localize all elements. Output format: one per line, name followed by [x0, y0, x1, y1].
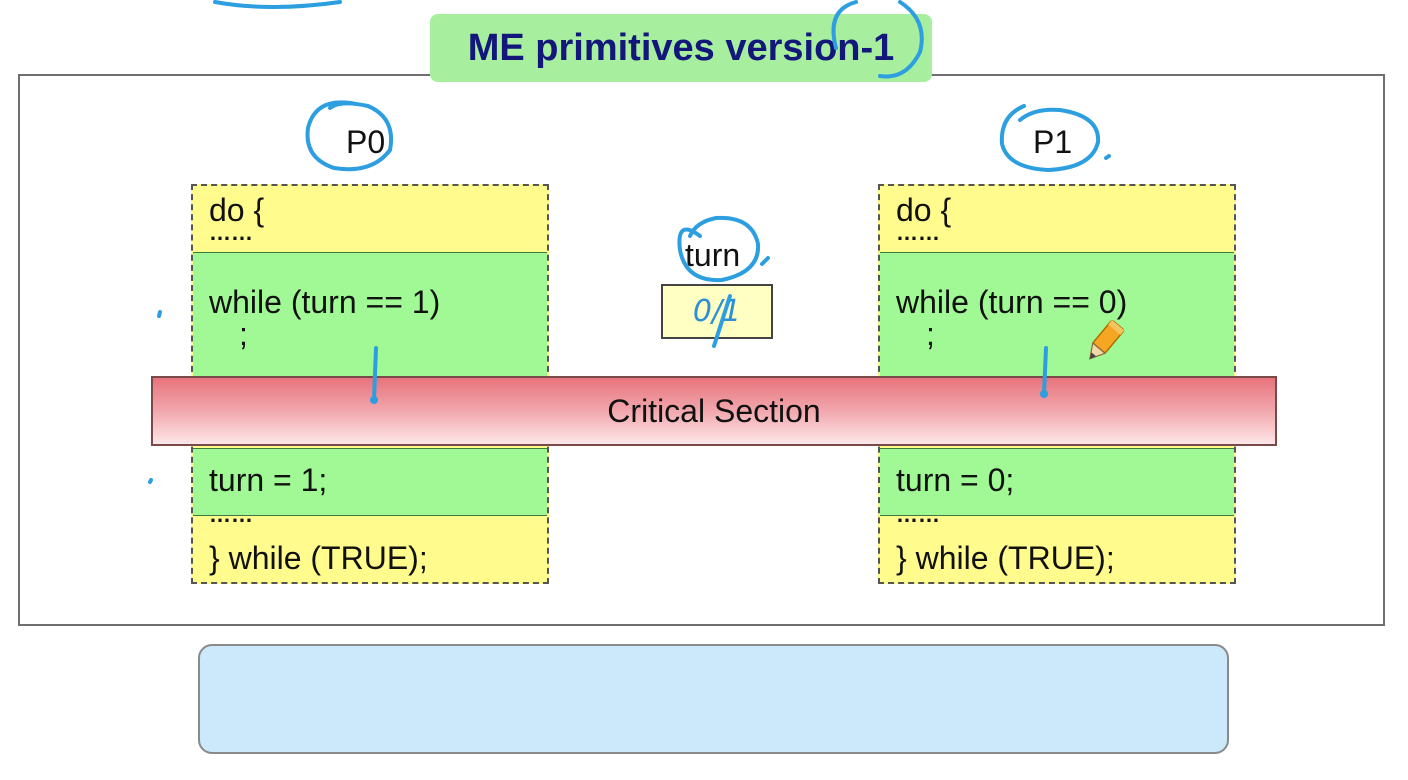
critical-section-bar: Critical Section [151, 376, 1277, 446]
code-dots-bottom-p0: …… [209, 502, 253, 527]
exit-section-p1 [880, 448, 1234, 516]
process-label-p1: P1 [1033, 124, 1073, 160]
critical-section-label: Critical Section [607, 392, 821, 429]
code-while-p1: while (turn == 0) [896, 284, 1128, 320]
title-banner: ME primitives version-1 [430, 14, 932, 82]
code-dots-top-p1: …… [896, 220, 940, 245]
code-dots-bottom-p1: …… [896, 502, 940, 527]
code-end-p1: } while (TRUE); [896, 540, 1115, 576]
exit-section-p0 [193, 448, 547, 516]
turn-variable-label: turn [685, 237, 741, 273]
turn-variable-value: 0/1 [692, 294, 742, 329]
code-assign-p0: turn = 1; [209, 462, 328, 498]
code-block-p0: do { …… while (turn == 1) ; turn = 1; ……… [191, 184, 549, 584]
entry-section-p1 [880, 252, 1234, 378]
pencil-icon [1089, 320, 1125, 360]
ink-top-arc [213, 0, 342, 9]
code-do-p1: do { [896, 192, 952, 228]
code-while-p0: while (turn == 1) [209, 284, 441, 320]
notes-box [198, 644, 1229, 754]
turn-variable-box: 0/1 [661, 284, 773, 339]
code-semicolon-p0: ; [239, 316, 248, 352]
code-dots-top-p0: …… [209, 220, 253, 245]
process-label-p0: P0 [346, 124, 386, 160]
code-assign-p1: turn = 0; [896, 462, 1015, 498]
code-end-p0: } while (TRUE); [209, 540, 428, 576]
slide-title: ME primitives version-1 [467, 26, 895, 69]
entry-section-p0 [193, 252, 547, 378]
code-semicolon-p1: ; [926, 316, 935, 352]
code-do-p0: do { [209, 192, 265, 228]
